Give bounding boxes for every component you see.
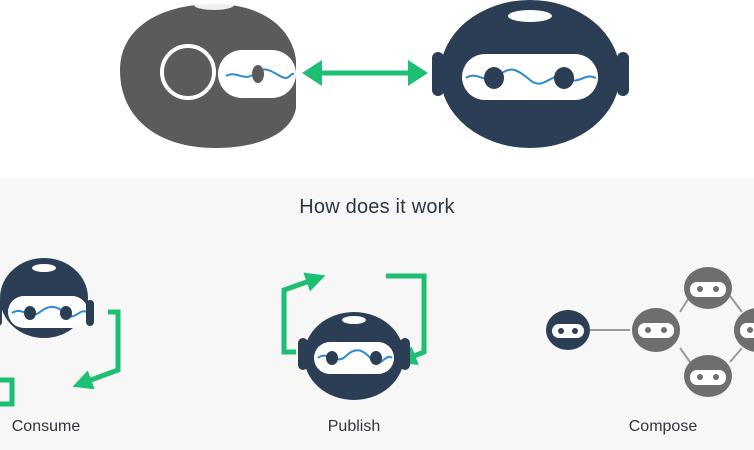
double-arrow-icon: [302, 60, 428, 86]
caption-compose: Compose: [628, 418, 698, 435]
caption-consume: Consume: [11, 418, 81, 435]
compose-robot-grey-left: [632, 308, 680, 352]
grey-robot-icon: [120, 0, 296, 148]
compose-robot-grey-right: [734, 308, 754, 352]
section-heading: How does it work: [299, 196, 455, 218]
how-it-works-section: [0, 178, 754, 450]
navy-robot-icon: [432, 0, 629, 148]
consume-illustration: [0, 258, 121, 407]
compose-network-icon: [546, 267, 754, 397]
compose-robot-grey-top: [684, 267, 732, 309]
compose-robot-grey-bottom: [684, 355, 732, 397]
publish-illustration: [281, 272, 427, 400]
compose-robot-navy: [546, 310, 590, 350]
caption-publish: Publish: [327, 418, 381, 435]
